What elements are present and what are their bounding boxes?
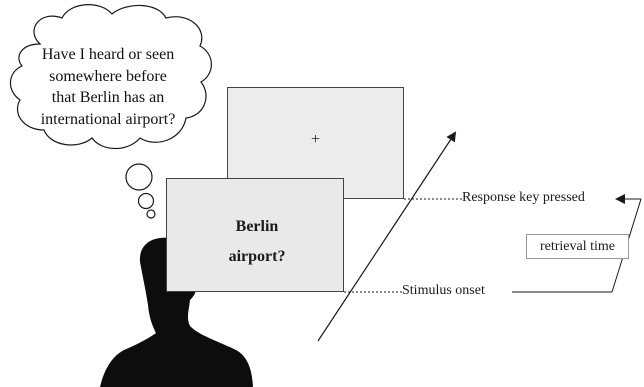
- thought-line: somewhere before: [49, 67, 167, 85]
- stimulus-line: Berlin: [235, 218, 279, 235]
- thought-line: Have I heard or seen: [41, 46, 175, 63]
- stimulus-onset-label: Stimulus onset: [402, 283, 485, 298]
- stimulus-screen: Berlin airport?: [166, 178, 344, 292]
- thought-line: international airport?: [40, 110, 176, 128]
- fixation-cross: +: [310, 131, 321, 148]
- stimulus-line: airport?: [228, 248, 286, 265]
- thought-line: that Berlin has an: [51, 89, 165, 106]
- thought-bubble-text: Have I heard or seen somewhere before th…: [22, 44, 194, 130]
- time-axis-arrow: [317, 131, 457, 342]
- response-key-label: Response key pressed: [462, 190, 585, 205]
- retrieval-time-label: retrieval time: [526, 234, 629, 259]
